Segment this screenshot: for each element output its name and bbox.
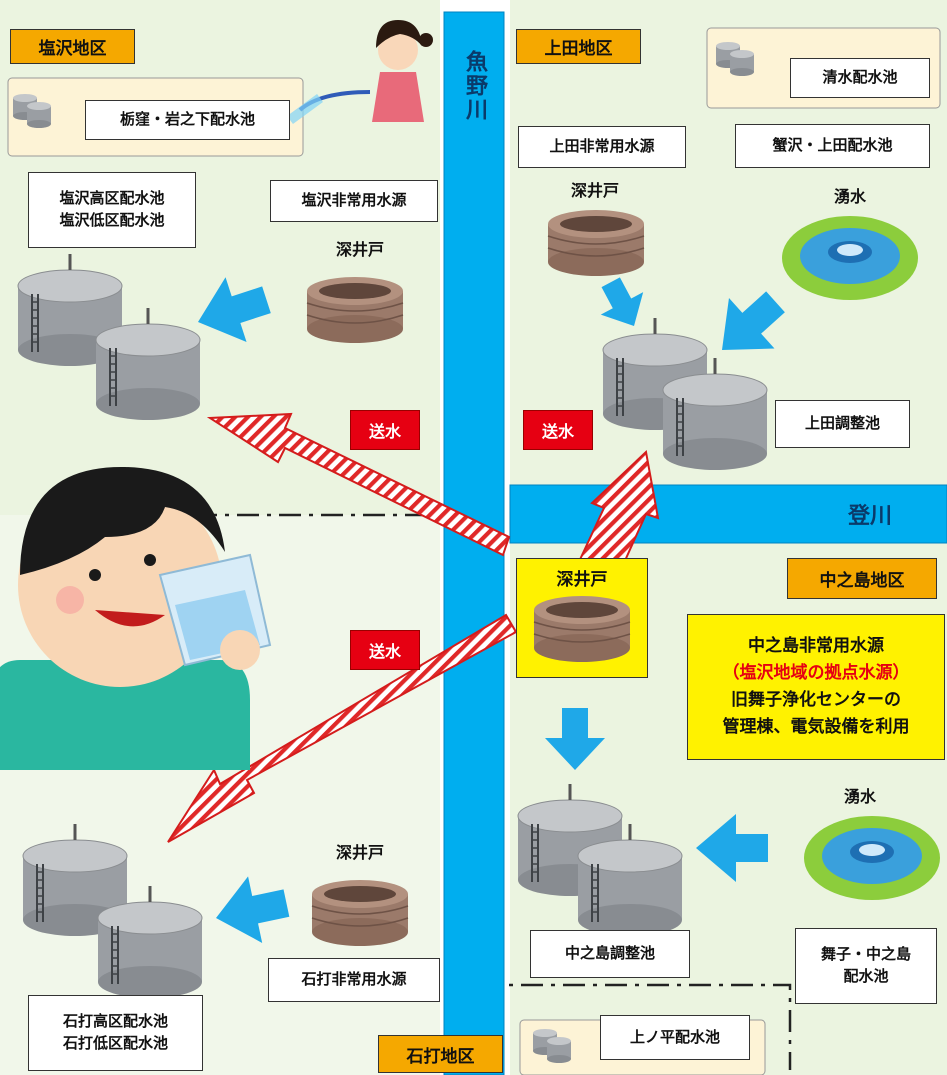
spring-icon xyxy=(782,216,918,300)
label-ishiuchi-emergency: 石打非常用水源 xyxy=(268,958,440,1002)
label-tochikubo-reservoir: 栃窪・岩之下配水池 xyxy=(85,100,290,140)
nakanoshima-emergency-source: 中之島非常用水源 （塩沢地域の拠点水源） 旧舞子浄化センターの 管理棟、電気設備… xyxy=(687,614,945,760)
transfer-label: 送水 xyxy=(350,630,420,670)
label-ueda-emergency: 上田非常用水源 xyxy=(518,126,686,168)
district-shiozawa: 塩沢地区 xyxy=(10,29,135,64)
emergency-line-2: （塩沢地域の拠点水源） xyxy=(722,662,910,683)
district-ueda: 上田地区 xyxy=(516,29,641,64)
transfer-label: 送水 xyxy=(523,410,593,450)
deep-well-icon xyxy=(306,276,404,344)
boy-drinking-icon xyxy=(0,466,272,770)
label-ueda-regulating: 上田調整池 xyxy=(775,400,910,448)
label-shiozawa-well: 深井戸 xyxy=(335,240,384,259)
label-ueda-well: 深井戸 xyxy=(570,181,619,200)
deep-well-icon xyxy=(547,209,645,277)
girl-watering-icon xyxy=(287,20,433,125)
label-kanizawa-reservoir: 蟹沢・上田配水池 xyxy=(735,124,930,168)
label-kaminodaira-reservoir: 上ノ平配水池 xyxy=(600,1015,750,1060)
emergency-line-1: 中之島非常用水源 xyxy=(748,635,884,656)
label-shiozawa-emergency: 塩沢非常用水源 xyxy=(270,180,438,222)
river-label-uonogawa: 魚野川 xyxy=(462,50,487,122)
label-nakanoshima-spring: 湧水 xyxy=(843,787,876,806)
nobori-river xyxy=(509,484,947,544)
label-shiozawa-reservoirs: 塩沢高区配水池 塩沢低区配水池 xyxy=(28,172,196,248)
transfer-label: 送水 xyxy=(350,410,420,450)
label-ishiuchi-well: 深井戸 xyxy=(335,843,384,862)
label-maiko-reservoir: 舞子・中之島 配水池 xyxy=(795,928,937,1004)
deep-well-icon xyxy=(311,879,409,947)
spring-icon xyxy=(804,816,940,900)
label-nakanoshima-regulating: 中之島調整池 xyxy=(530,930,690,978)
deep-well-icon xyxy=(533,595,631,663)
label-shimizu-reservoir: 清水配水池 xyxy=(790,58,930,98)
river-label-noborikawa: 登川 xyxy=(847,504,892,529)
emergency-line-3: 旧舞子浄化センターの xyxy=(731,690,901,710)
district-ishiuchi: 石打地区 xyxy=(378,1035,503,1073)
emergency-line-4: 管理棟、電気設備を利用 xyxy=(722,717,910,738)
label-ishiuchi-reservoirs: 石打高区配水池 石打低区配水池 xyxy=(28,995,203,1071)
label-ueda-spring: 湧水 xyxy=(833,187,866,206)
district-nakanoshima: 中之島地区 xyxy=(787,558,937,599)
label-center-well: 深井戸 xyxy=(556,570,608,590)
